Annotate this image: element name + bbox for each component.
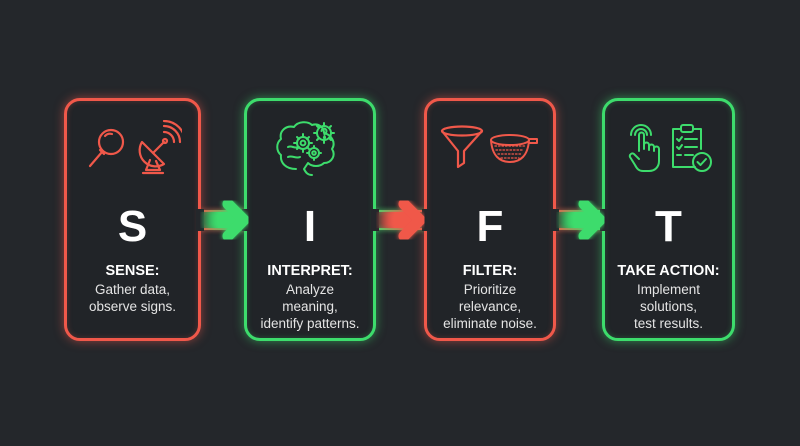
connector-i-f (373, 210, 427, 230)
satellite-dish-icon (138, 120, 182, 175)
step-card-filter: F FILTER: Prioritize relevance, eliminat… (424, 98, 556, 341)
connector-f-t (553, 210, 603, 230)
step-description: Gather data, observe signs. (88, 282, 177, 314)
connector-s-i (198, 210, 248, 230)
arrow-right-icon (556, 198, 606, 242)
step-icons (605, 115, 732, 181)
step-letter: I (303, 202, 317, 251)
step-letter: F (476, 202, 504, 251)
step-title: FILTER: (462, 263, 518, 279)
step-title: SENSE: (105, 263, 160, 279)
arrow-right-icon (376, 198, 426, 242)
step-description: Prioritize relevance, eliminate noise. (443, 282, 537, 331)
border-gap (371, 209, 379, 231)
step-icons (247, 115, 373, 181)
tap-hand-icon (628, 124, 660, 172)
step-description: Implement solutions, test results. (633, 282, 704, 331)
brain-gears-icon (276, 121, 335, 176)
strainer-icon (490, 134, 538, 163)
step-title: TAKE ACTION: (617, 263, 720, 279)
step-icons (67, 115, 198, 181)
clipboard-check-icon (671, 124, 712, 172)
border-gap (551, 209, 559, 231)
step-card-interpret: I INTERPRET: Analyze meaning, identify p… (244, 98, 376, 341)
step-card-take-action: T TAKE ACTION: Implement solutions, test… (602, 98, 735, 341)
magnifying-glass-icon (88, 128, 124, 168)
funnel-icon (440, 125, 484, 169)
step-letter: T (655, 202, 682, 251)
step-letter: S (117, 202, 148, 251)
arrow-right-icon (200, 198, 250, 242)
border-gap (422, 209, 430, 231)
step-description: Analyze meaning, identify patterns. (260, 282, 360, 331)
step-icons (427, 115, 553, 181)
step-card-sense: S SENSE: Gather data, observe signs. (64, 98, 201, 341)
step-title: INTERPRET: (267, 263, 353, 279)
